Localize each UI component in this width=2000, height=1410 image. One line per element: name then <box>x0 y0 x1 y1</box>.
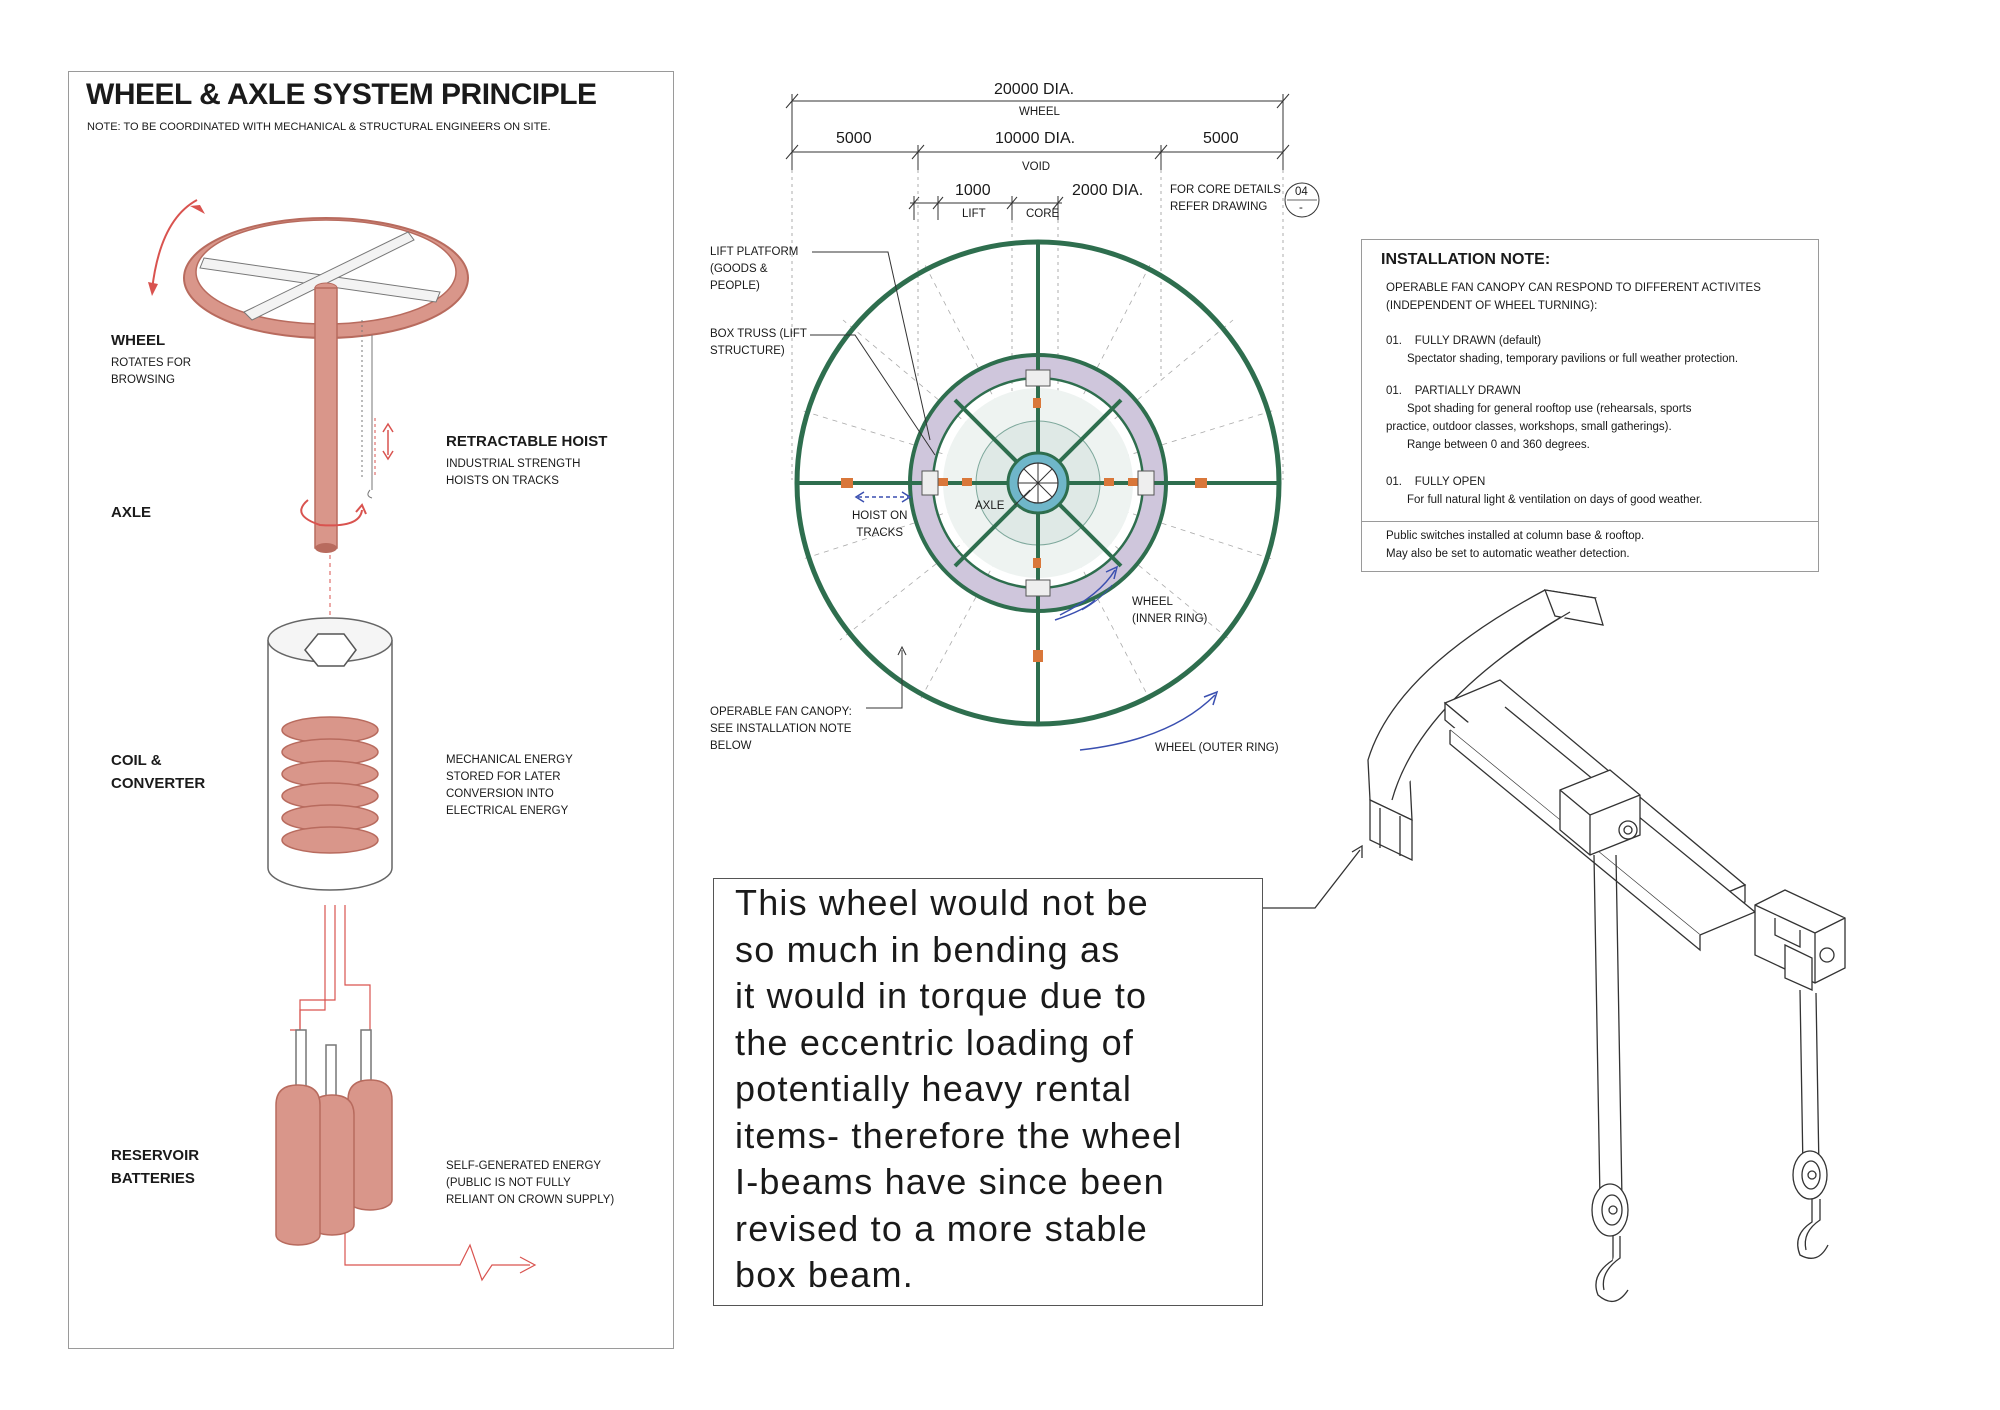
lift-dim-label: LIFT <box>962 208 986 220</box>
reference-number: 04 <box>1295 186 1308 198</box>
wheel-rotation-arrow <box>151 199 198 291</box>
reference-sheet: - <box>1299 202 1303 214</box>
installation-item-2: 01. PARTIALLY DRAWN Spot shading for gen… <box>1386 385 1692 451</box>
installation-footer: Public switches installed at column base… <box>1386 530 1645 560</box>
installation-note-title: INSTALLATION NOTE: <box>1381 251 1551 268</box>
wheel-spoke <box>243 231 415 321</box>
right-offset-dim: 5000 <box>1203 130 1239 147</box>
axle-rotation-arrow <box>300 499 363 527</box>
battery-description: SELF-GENERATED ENERGY(PUBLIC IS NOT FULL… <box>446 1160 615 1206</box>
axle-plan-label: AXLE <box>975 500 1005 512</box>
inner-ring-label: WHEEL(INNER RING) <box>1132 596 1208 625</box>
wheel-dim-label: WHEEL <box>1019 106 1060 118</box>
core-dim-label: CORE <box>1026 208 1060 220</box>
void-diameter-dim: 10000 DIA. <box>995 130 1076 147</box>
panel-title: WHEEL & AXLE SYSTEM PRINCIPLE <box>86 78 597 111</box>
core-diameter-dim: 2000 DIA. <box>1072 182 1144 199</box>
outer-ring-label: WHEEL (OUTER RING) <box>1155 742 1279 754</box>
hoist-track-arrow <box>854 491 912 503</box>
installation-item-1: 01. FULLY DRAWN (default) Spectator shad… <box>1386 335 1739 365</box>
comment-leader <box>1263 844 1363 909</box>
i-beam-hoist-detail <box>1367 589 1846 1302</box>
lift-platforms <box>921 369 1155 597</box>
fan-canopy-label: OPERABLE FAN CANOPY:SEE INSTALLATION NOT… <box>710 706 852 752</box>
plan-leader-lines <box>810 251 1031 709</box>
coil <box>281 716 379 854</box>
comment-text: This wheel would not be so much in bendi… <box>735 882 1183 1295</box>
lift-dim: 1000 <box>955 182 991 199</box>
comment-box <box>713 878 1263 1306</box>
panel-note: NOTE: TO BE COORDINATED WITH MECHANICAL … <box>87 121 551 133</box>
void-dim-label: VOID <box>1022 161 1051 173</box>
axle-label: AXLE <box>111 504 152 521</box>
installation-intro: OPERABLE FAN CANOPY CAN RESPOND TO DIFFE… <box>1386 282 1761 312</box>
batteries <box>275 1029 393 1246</box>
inner-ring-arrow <box>1059 569 1116 616</box>
wheel-label: WHEEL <box>111 332 166 349</box>
hoist-label: RETRACTABLE HOIST <box>446 433 608 450</box>
converter-nut <box>304 633 357 667</box>
wheel-diameter-dim: 20000 DIA. <box>994 81 1075 98</box>
dimension-lines <box>785 93 1290 220</box>
left-offset-dim: 5000 <box>836 130 872 147</box>
installation-item-3: 01. FULLY OPEN For full natural light & … <box>1386 476 1703 506</box>
installation-divider <box>1362 521 1818 522</box>
system-principle-panel <box>68 71 674 1349</box>
coil-label: COIL &CONVERTER <box>111 752 206 792</box>
outer-ring-arrow <box>1079 694 1216 751</box>
lift-platform-label: LIFT PLATFORM(GOODS &PEOPLE) <box>710 246 799 292</box>
installation-note-box <box>1361 239 1819 572</box>
